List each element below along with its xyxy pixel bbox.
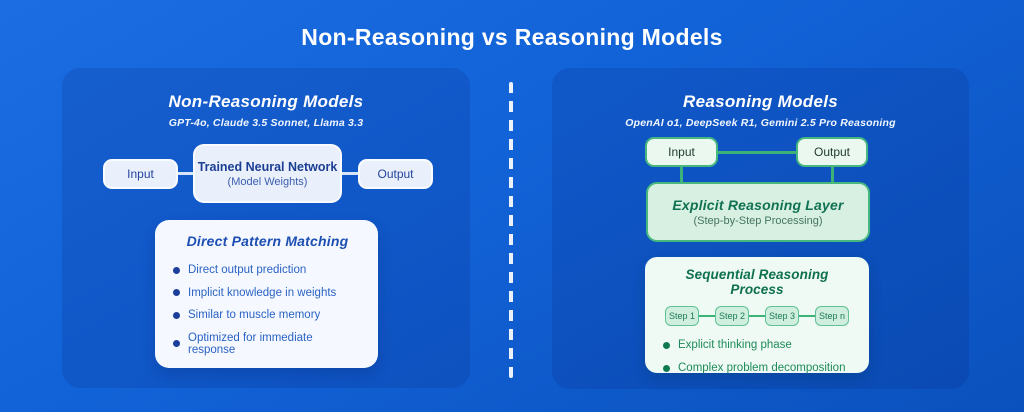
bullet-dot-icon — [173, 266, 180, 274]
sequential-reasoning-title: Sequential Reasoning Process — [685, 267, 829, 297]
input-node-label: Input — [127, 167, 154, 181]
connector-input-network — [178, 172, 193, 175]
output-node: Output — [358, 159, 433, 189]
connector-output-layer — [831, 167, 834, 183]
explicit-reasoning-layer: Explicit Reasoning Layer (Step-by-Step P… — [646, 182, 870, 242]
reasoning-model-list: OpenAI o1, DeepSeek R1, Gemini 2.5 Pro R… — [625, 117, 896, 129]
non-reasoning-model-list: GPT-4o, Claude 3.5 Sonnet, Llama 3.3 — [168, 117, 364, 129]
neural-network-node-title: Trained Neural Network — [197, 159, 338, 174]
neural-network-node: Trained Neural Network (Model Weights) — [193, 144, 342, 203]
list-item-label: Explicit thinking phase — [678, 339, 792, 351]
list-item: Implicit knowledge in weights — [173, 287, 362, 299]
step-label: Step 3 — [768, 311, 796, 321]
steps-row: Step 1 Step 2 Step 3 Step n — [659, 306, 855, 326]
output-node-label: Output — [813, 145, 851, 159]
list-item: Similar to muscle memory — [173, 309, 362, 321]
list-item-label: Optimized for immediate response — [188, 331, 313, 356]
panel-divider — [509, 82, 513, 378]
explicit-reasoning-layer-subtitle: (Step-by-Step Processing) — [693, 215, 823, 227]
output-node: Output — [796, 137, 868, 167]
explicit-reasoning-layer-title: Explicit Reasoning Layer — [672, 197, 844, 213]
step-connector — [799, 315, 815, 317]
list-item: Optimized for immediate response — [173, 332, 362, 356]
list-item-label: Implicit knowledge in weights — [188, 286, 337, 299]
step-box: Step n — [815, 306, 849, 326]
bullet-dot-icon — [173, 340, 180, 347]
input-node: Input — [645, 137, 718, 167]
input-node: Input — [103, 159, 178, 189]
reasoning-panel: Reasoning Models OpenAI o1, DeepSeek R1,… — [552, 68, 969, 389]
list-item-label: Direct output prediction — [188, 264, 307, 276]
input-node-label: Input — [668, 145, 695, 159]
connector-input-output — [712, 151, 802, 154]
bullet-dot-icon — [663, 341, 670, 349]
bullet-dot-icon — [173, 289, 180, 296]
non-reasoning-panel: Non-Reasoning Models GPT-4o, Claude 3.5 … — [62, 68, 470, 388]
non-reasoning-title: Non-Reasoning Models — [168, 92, 364, 111]
neural-network-node-subtitle: (Model Weights) — [227, 175, 308, 188]
list-item-label: Similar to muscle memory — [188, 309, 321, 321]
step-connector — [749, 315, 765, 317]
step-box: Step 1 — [665, 306, 699, 326]
direct-pattern-matching-title: Direct Pattern Matching — [186, 233, 349, 249]
step-box: Step 3 — [765, 306, 799, 326]
connector-input-layer — [680, 167, 683, 183]
step-connector — [699, 315, 715, 317]
bullet-dot-icon — [173, 311, 180, 319]
step-label: Step n — [818, 311, 846, 321]
list-item: Direct output prediction — [173, 264, 362, 276]
direct-pattern-matching-card: Direct Pattern Matching Direct output pr… — [155, 220, 378, 368]
output-node-label: Output — [377, 167, 414, 181]
step-label: Step 1 — [668, 311, 696, 321]
step-label: Step 2 — [718, 311, 746, 321]
connector-network-output — [342, 172, 358, 175]
bullet-dot-icon — [663, 364, 670, 372]
reasoning-title: Reasoning Models — [683, 92, 838, 111]
list-item: Complex problem decomposition — [663, 362, 855, 374]
list-item-label: Complex problem decomposition — [678, 362, 846, 374]
page-title: Non-Reasoning vs Reasoning Models — [301, 24, 723, 50]
list-item: Explicit thinking phase — [663, 339, 855, 351]
sequential-reasoning-card: Sequential Reasoning Process Step 1 Step… — [645, 257, 869, 374]
step-box: Step 2 — [715, 306, 749, 326]
